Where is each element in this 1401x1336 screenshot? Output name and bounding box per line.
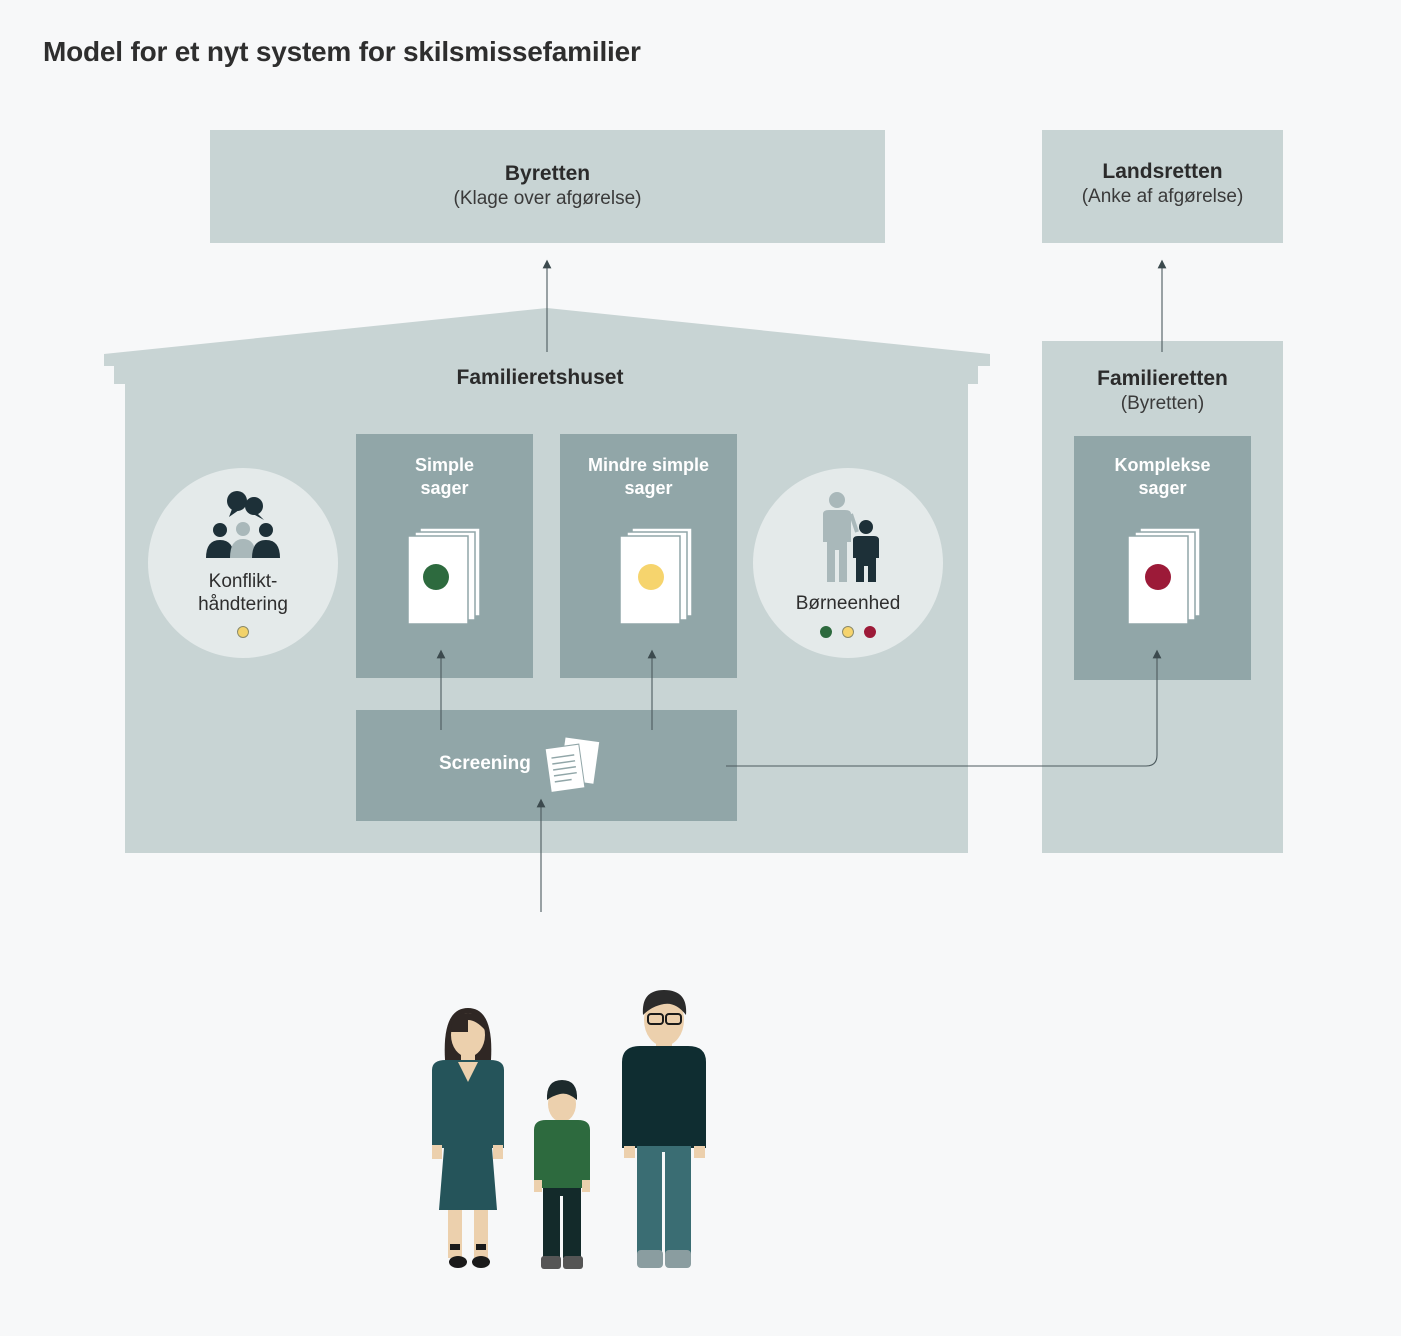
landsretten-box: Landsretten (Anke af afgørelse) xyxy=(1042,130,1283,243)
konflikthaandtering-circle: Konflikt- håndtering xyxy=(148,468,338,658)
page-title: Model for et nyt system for skilsmissefa… xyxy=(43,36,641,67)
simple-label-line1: Simple xyxy=(414,455,475,475)
byretten-box: Byretten (Klage over afgørelse) xyxy=(210,130,885,243)
document-stack-icon xyxy=(1127,527,1201,625)
status-dot-yellow xyxy=(237,626,249,638)
familieretten-subtitle: (Byretten) xyxy=(1120,393,1205,414)
familieretshuset-title: Familieretshuset xyxy=(456,366,624,389)
landsretten-title: Landsretten xyxy=(1102,160,1223,183)
woman-figure xyxy=(432,1008,504,1268)
byretten-title: Byretten xyxy=(504,162,591,185)
mindre-label-line1: Mindre simple xyxy=(587,455,710,475)
borneenhed-label: Børneenhed xyxy=(795,593,901,614)
simple-sager-box: Simple sager xyxy=(356,434,533,678)
komplekse-label-line1: Komplekse xyxy=(1114,455,1211,475)
komplekse-sager-box: Komplekse sager xyxy=(1074,436,1251,680)
document-stack-icon xyxy=(407,527,481,625)
simple-label-line2: sager xyxy=(420,478,469,498)
konflikt-label-line2: håndtering xyxy=(198,594,288,615)
arrow-to-komplekse xyxy=(726,649,1162,767)
people-talk-icon xyxy=(206,491,280,558)
borneenhed-circle: Børneenhed xyxy=(753,468,943,658)
document-stack-icon xyxy=(619,527,693,625)
status-dot-red xyxy=(864,626,877,638)
mindre-simple-sager-box: Mindre simple sager xyxy=(560,434,737,678)
familieretten-title: Familieretten xyxy=(1097,367,1228,390)
komplekse-label-line2: sager xyxy=(1138,478,1187,498)
child-figure xyxy=(534,1080,590,1269)
konflikt-dots xyxy=(148,625,338,643)
byretten-subtitle: (Klage over afgørelse) xyxy=(453,188,642,209)
borneenhed-dots xyxy=(753,625,943,643)
papers-icon xyxy=(544,737,600,793)
screening-box: Screening xyxy=(356,710,737,821)
konflikt-label-line1: Konflikt- xyxy=(208,571,278,592)
status-dot-green xyxy=(819,626,832,638)
screening-label: Screening xyxy=(439,753,531,774)
status-dot-yellow xyxy=(842,626,854,638)
mindre-label-line2: sager xyxy=(624,478,673,498)
man-figure xyxy=(622,990,706,1268)
landsretten-subtitle: (Anke af afgørelse) xyxy=(1081,186,1244,207)
adult-child-icon xyxy=(823,492,879,582)
